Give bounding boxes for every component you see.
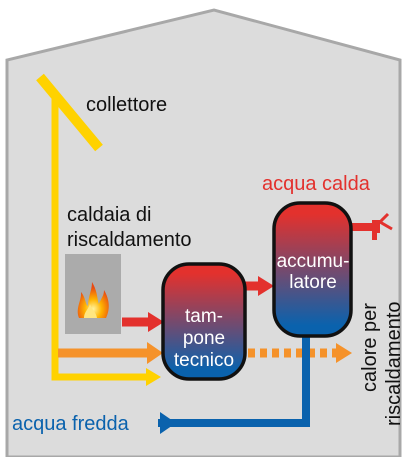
buffer-tank-label-line2: pone [183, 328, 225, 349]
collector-label: collettore [86, 94, 167, 116]
faucet-icon [372, 212, 393, 240]
cold-water-pipe [158, 335, 310, 427]
boiler-label-line1: caldaia di [67, 204, 152, 226]
buffer-tank-body [161, 262, 247, 381]
solar-collector-panel [36, 73, 103, 152]
heating-label-line2: riscaldamento [383, 301, 402, 426]
boiler-heat-pipe [122, 312, 164, 332]
storage-tank-body [272, 201, 353, 338]
heating-arrowhead [336, 343, 352, 363]
buffer-heat-pipe [245, 276, 274, 296]
buffer-tank: tam- pone tecnico [161, 262, 247, 381]
boiler-unit [65, 254, 121, 334]
solar-circuit [36, 73, 161, 386]
cold-water-label: acqua fredda [12, 413, 130, 435]
hot-water-label: acqua calda [262, 173, 371, 195]
boiler-pipe-arrowhead [147, 342, 163, 364]
boiler-heat-pipe-arrowhead [148, 312, 164, 332]
buffer-tank-label-line1: tam- [185, 306, 223, 327]
hot-water-outlet [350, 212, 393, 240]
buffer-tank-label-line3: tecnico [174, 350, 234, 371]
solar-pipe-arrowhead [146, 368, 161, 386]
solar-pipe [51, 97, 148, 381]
heating-label: calore per riscaldamento [359, 301, 402, 426]
storage-tank-label-line2: latore [289, 272, 337, 293]
cold-water-line [158, 335, 310, 434]
house-outline [5, 8, 402, 457]
buffer-heat-pipe-arrowhead [258, 276, 274, 296]
storage-tank-label-line1: accumu- [277, 251, 350, 272]
storage-tank: accumu- latore [272, 201, 353, 338]
heating-label-line1: calore per [359, 303, 381, 392]
boiler-circuit [58, 342, 163, 364]
cold-water-arrowhead [160, 412, 176, 434]
flame-icon [77, 282, 109, 318]
heating-outlet [248, 343, 352, 363]
boiler-label-line2: riscaldamento [67, 229, 192, 251]
